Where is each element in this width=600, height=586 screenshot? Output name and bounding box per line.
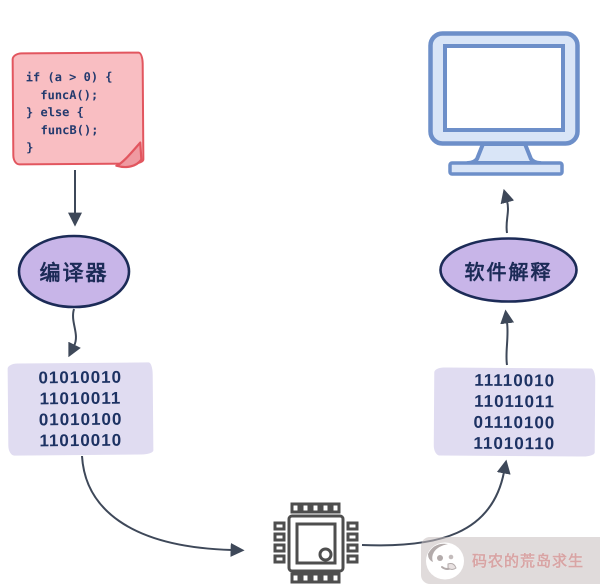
cpu-chip-icon <box>272 502 360 584</box>
mascot-face-icon <box>426 542 464 579</box>
arrow-interpreter-to-monitor <box>500 188 515 234</box>
arrow-compiler-to-machinecode <box>68 308 81 358</box>
folded-corner-icon <box>115 141 143 169</box>
machine-code-box-right: 11110010 11011011 01110100 11010110 <box>433 367 596 457</box>
source-code-note: if (a > 0) { funcA(); } else { funcB(); … <box>11 51 145 169</box>
machine-code-box-left: 01010010 11010011 01010100 11010010 <box>7 362 154 456</box>
monitor-icon <box>428 31 580 177</box>
interpreter-label: 软件解释 <box>464 261 553 284</box>
interpreter-ellipse-shape <box>439 237 578 303</box>
machine-code-right-text: 11110010 11011011 01110100 11010110 <box>473 370 556 454</box>
watermark-badge: 码农的荒岛求生 <box>421 537 600 584</box>
watermark-text: 码农的荒岛求生 <box>472 553 585 570</box>
machine-code-left-text: 01010010 11010011 01010100 11010010 <box>38 367 123 451</box>
compiler-node: 编译器 <box>16 233 132 310</box>
arrow-machinecode-to-interpreter <box>500 309 515 366</box>
compiler-ellipse-shape <box>17 234 131 309</box>
arrow-machinecode-to-cpu <box>81 455 245 557</box>
compiler-label: 编译器 <box>39 261 109 285</box>
arrow-cpu-to-machinecode <box>361 459 511 547</box>
interpreter-node: 软件解释 <box>437 236 580 304</box>
